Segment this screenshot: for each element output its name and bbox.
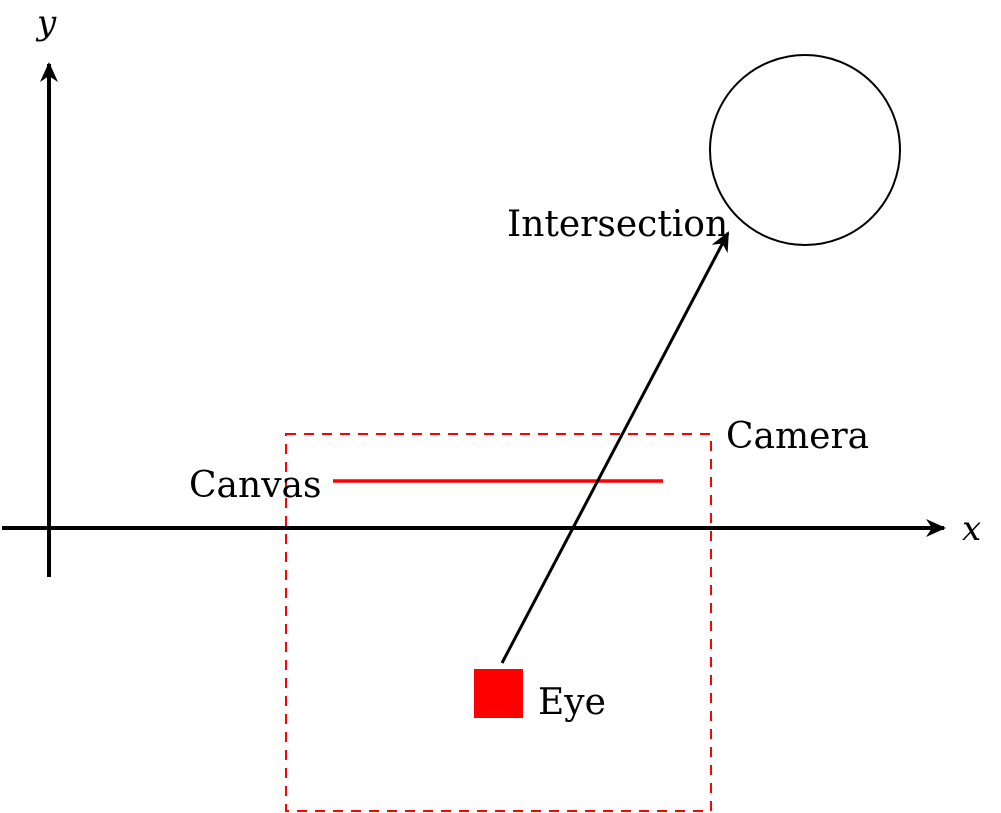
x-axis-label: x (962, 509, 981, 549)
canvas-label: Canvas (189, 465, 321, 506)
camera-box (285, 433, 712, 812)
eye-marker (474, 669, 523, 718)
eye-label: Eye (538, 682, 606, 723)
intersection-label: Intersection (507, 204, 728, 245)
ray-arrow (500, 231, 730, 664)
camera-label: Camera (726, 416, 869, 457)
object-circle (709, 54, 901, 246)
y-axis-label: y (35, 3, 57, 43)
